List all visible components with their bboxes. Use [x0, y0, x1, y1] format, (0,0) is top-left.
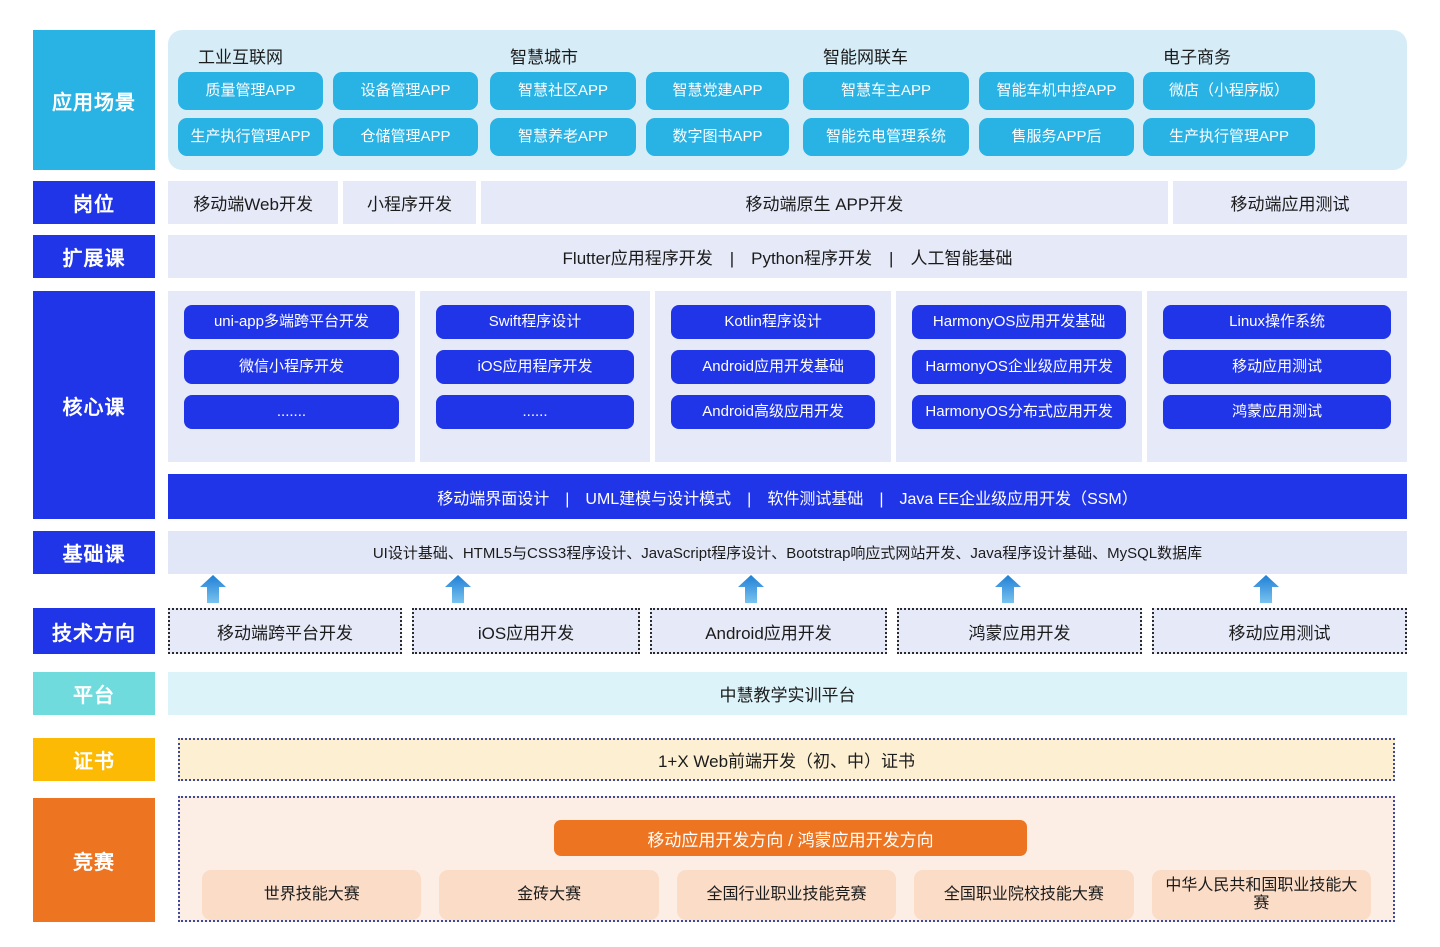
post-item[interactable]: 小程序开发	[343, 181, 476, 224]
scenario-category-title: 电子商务	[1163, 47, 1231, 67]
scenario-app-chip[interactable]: 生产执行管理APP	[1143, 118, 1315, 156]
basic-courses-text: UI设计基础、HTML5与CSS3程序设计、JavaScript程序设计、Boo…	[372, 545, 1203, 562]
row-label-competition-text: 竞赛	[73, 851, 115, 874]
core-course-chip[interactable]: Kotlin程序设计	[671, 305, 876, 339]
row-label-certificate: 证书	[33, 738, 155, 781]
core-course-column: Swift程序设计 iOS应用程序开发 ......	[419, 291, 651, 463]
scenario-app-chip[interactable]: 智慧社区APP	[490, 72, 636, 110]
core-courses-panel: uni-app多端跨平台开发 微信小程序开发 ....... Swift程序设计…	[168, 291, 1407, 519]
scenario-group: 微店（小程序版） 生产执行管理APP	[1143, 72, 1343, 156]
scenario-app-chip[interactable]: 数字图书APP	[646, 118, 789, 156]
scenario-app-chip[interactable]: 微店（小程序版）	[1143, 72, 1315, 110]
tech-direction-item[interactable]: Android应用开发	[650, 608, 887, 654]
core-course-column: uni-app多端跨平台开发 微信小程序开发 .......	[168, 291, 415, 463]
scenario-group: 智慧车主APP 智能车机中控APP 智能充电管理系统 售服务APP后	[803, 72, 1143, 156]
scenario-app-chip[interactable]: 智能车机中控APP	[979, 72, 1134, 110]
basic-courses-bar[interactable]: UI设计基础、HTML5与CSS3程序设计、JavaScript程序设计、Boo…	[168, 531, 1407, 574]
core-shared-courses-bar[interactable]: 移动端界面设计 | UML建模与设计模式 | 软件测试基础 | Java EE企…	[168, 474, 1407, 519]
core-course-chip[interactable]: Swift程序设计	[435, 305, 635, 339]
platform-text: 中慧教学实训平台	[719, 686, 856, 705]
competition-direction-banner[interactable]: 移动应用开发方向 / 鸿蒙应用开发方向	[554, 820, 1027, 856]
row-label-post-text: 岗位	[73, 194, 115, 216]
scenario-category-title: 工业互联网	[198, 47, 283, 67]
row-label-core: 核心课	[33, 291, 155, 519]
post-row: 移动端Web开发 小程序开发 移动端原生 APP开发 移动端应用测试	[168, 181, 1407, 224]
scenario-app-chip[interactable]: 售服务APP后	[979, 118, 1134, 156]
row-label-extension: 扩展课	[33, 235, 155, 278]
core-course-column: HarmonyOS应用开发基础 HarmonyOS企业级应用开发 Harmony…	[896, 291, 1143, 463]
core-course-chip[interactable]: Linux操作系统	[1163, 305, 1391, 339]
row-label-certificate-text: 证书	[73, 751, 115, 773]
arrow-up-icon	[1253, 575, 1279, 603]
arrow-up-icon	[200, 575, 226, 603]
extension-courses[interactable]: Flutter应用程序开发 | Python程序开发 | 人工智能基础	[168, 235, 1407, 278]
row-label-competition: 竞赛	[33, 798, 155, 922]
core-course-chip[interactable]: 微信小程序开发	[184, 350, 399, 384]
core-course-columns: uni-app多端跨平台开发 微信小程序开发 ....... Swift程序设计…	[168, 291, 1407, 463]
core-course-column: Linux操作系统 移动应用测试 鸿蒙应用测试	[1147, 291, 1407, 463]
scenario-app-chip[interactable]: 智慧养老APP	[490, 118, 636, 156]
post-item[interactable]: 移动端应用测试	[1172, 181, 1407, 224]
extension-row: Flutter应用程序开发 | Python程序开发 | 人工智能基础	[168, 235, 1407, 278]
scenario-app-grid: 质量管理APP 设备管理APP 生产执行管理APP 仓储管理APP 智慧社区AP…	[178, 72, 1397, 156]
competition-chip[interactable]: 世界技能大赛	[202, 870, 422, 920]
core-course-chip[interactable]: 移动应用测试	[1163, 350, 1391, 384]
row-label-core-text: 核心课	[62, 396, 126, 419]
row-label-tech: 技术方向	[33, 608, 155, 654]
scenario-category-titles: 工业互联网 智慧城市 智能网联车 电子商务	[178, 38, 1397, 72]
competition-chip[interactable]: 全国职业院校技能大赛	[914, 870, 1134, 920]
arrow-up-icon	[995, 575, 1021, 603]
row-label-tech-text: 技术方向	[52, 622, 136, 645]
core-course-chip[interactable]: HarmonyOS企业级应用开发	[912, 350, 1127, 384]
post-item[interactable]: 移动端原生 APP开发	[480, 181, 1168, 224]
scenario-app-chip[interactable]: 智慧党建APP	[646, 72, 789, 110]
competition-chip[interactable]: 金砖大赛	[439, 870, 659, 920]
certificate-bar[interactable]: 1+X Web前端开发（初、中）证书	[178, 738, 1395, 781]
core-course-chip[interactable]: uni-app多端跨平台开发	[184, 305, 399, 339]
post-item[interactable]: 移动端Web开发	[168, 181, 339, 224]
row-label-extension-text: 扩展课	[62, 248, 126, 270]
competition-chip-list: 世界技能大赛 金砖大赛 全国行业职业技能竞赛 全国职业院校技能大赛 中华人民共和…	[202, 870, 1372, 920]
competition-panel: 移动应用开发方向 / 鸿蒙应用开发方向 世界技能大赛 金砖大赛 全国行业职业技能…	[178, 796, 1395, 922]
scenario-category-title: 智能网联车	[823, 47, 908, 67]
scenario-group: 质量管理APP 设备管理APP 生产执行管理APP 仓储管理APP	[178, 72, 490, 156]
scenario-category-title: 智慧城市	[510, 47, 578, 67]
arrow-up-icon	[445, 575, 471, 603]
core-course-chip[interactable]: .......	[184, 395, 399, 429]
tech-direction-item[interactable]: 鸿蒙应用开发	[897, 608, 1142, 654]
scenario-group: 智慧社区APP 智慧党建APP 智慧养老APP 数字图书APP	[490, 72, 803, 156]
row-label-scenario-text: 应用场景	[52, 91, 136, 114]
scenario-app-chip[interactable]: 生产执行管理APP	[178, 118, 323, 156]
core-course-column: Kotlin程序设计 Android应用开发基础 Android高级应用开发	[655, 291, 892, 463]
row-label-basic-text: 基础课	[62, 544, 126, 566]
scenario-app-chip[interactable]: 智能充电管理系统	[803, 118, 969, 156]
row-label-platform: 平台	[33, 672, 155, 715]
scenario-panel: 工业互联网 智慧城市 智能网联车 电子商务 质量管理APP 设备管理APP 生产…	[168, 30, 1407, 170]
core-course-chip[interactable]: ......	[435, 395, 635, 429]
competition-chip[interactable]: 全国行业职业技能竞赛	[676, 870, 897, 920]
row-label-platform-text: 平台	[73, 685, 115, 707]
arrow-up-icon	[738, 575, 764, 603]
core-course-chip[interactable]: HarmonyOS分布式应用开发	[912, 395, 1127, 429]
row-label-post: 岗位	[33, 181, 155, 224]
tech-direction-item[interactable]: 移动应用测试	[1152, 608, 1407, 654]
platform-bar[interactable]: 中慧教学实训平台	[168, 672, 1407, 715]
scenario-app-chip[interactable]: 质量管理APP	[178, 72, 323, 110]
tech-direction-item[interactable]: 移动端跨平台开发	[168, 608, 402, 654]
scenario-app-chip[interactable]: 智慧车主APP	[803, 72, 969, 110]
competition-chip[interactable]: 中华人民共和国职业技能大赛	[1151, 870, 1372, 920]
core-course-chip[interactable]: 鸿蒙应用测试	[1163, 395, 1391, 429]
core-course-chip[interactable]: iOS应用程序开发	[435, 350, 635, 384]
scenario-app-chip[interactable]: 设备管理APP	[333, 72, 478, 110]
tech-direction-item[interactable]: iOS应用开发	[412, 608, 640, 654]
row-label-basic: 基础课	[33, 531, 155, 574]
core-course-chip[interactable]: HarmonyOS应用开发基础	[912, 305, 1127, 339]
certificate-text: 1+X Web前端开发（初、中）证书	[657, 752, 916, 771]
tech-direction-row: 移动端跨平台开发 iOS应用开发 Android应用开发 鸿蒙应用开发 移动应用…	[168, 608, 1407, 654]
core-course-chip[interactable]: Android高级应用开发	[671, 395, 876, 429]
core-course-chip[interactable]: Android应用开发基础	[671, 350, 876, 384]
row-label-scenario: 应用场景	[33, 30, 155, 170]
scenario-app-chip[interactable]: 仓储管理APP	[333, 118, 478, 156]
